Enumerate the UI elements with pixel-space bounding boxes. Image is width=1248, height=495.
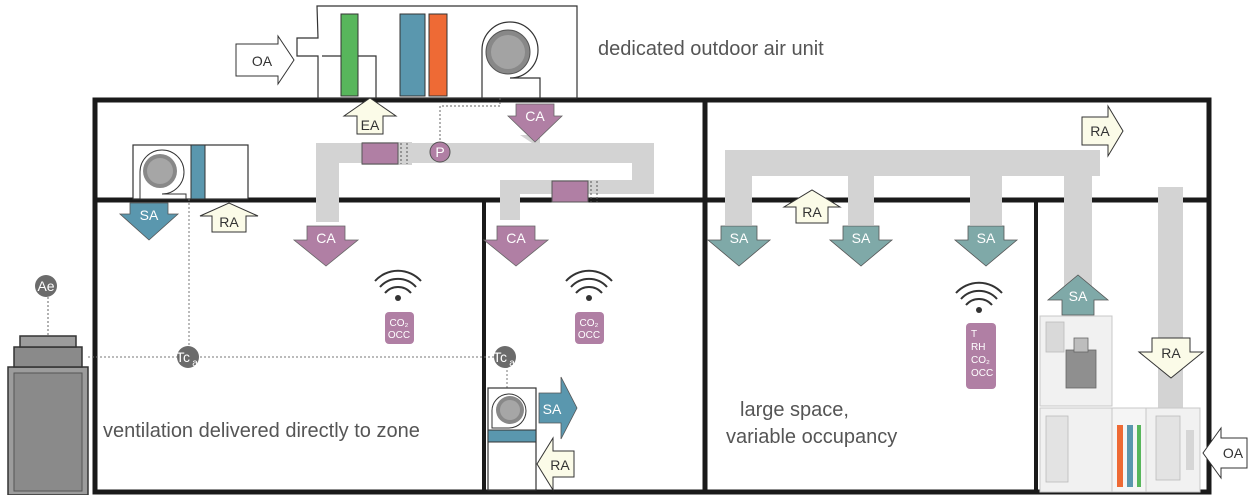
ra-duct-right: [1158, 187, 1183, 412]
cooling-coil: [399, 13, 426, 97]
energy-recovery-wheel: [340, 13, 359, 97]
ea-label: EA: [361, 117, 380, 133]
pressure-sensor: P: [429, 98, 501, 163]
occ-label-zone-3: OCC: [971, 368, 993, 379]
ca-label-zone-1: CA: [316, 230, 336, 246]
ca-arrow-doas: CA: [507, 103, 563, 143]
fan-coil-zone: [487, 387, 537, 491]
sa-arrow-right-2: SA: [828, 225, 894, 267]
ra-arrow-ceiling: RA: [199, 202, 259, 233]
ca-damper-1: [361, 142, 408, 165]
ra-label-roof: RA: [1090, 123, 1110, 139]
air-handling-unit: [1039, 315, 1201, 493]
pressure-sensor-label: P: [435, 144, 444, 160]
wireless-sensor-zone-3: T RH CO₂ OCC: [955, 281, 1003, 389]
sa-label-ceiling: SA: [140, 207, 159, 223]
sa-label-right-3: SA: [977, 230, 996, 246]
ra-label-ceiling: RA: [219, 214, 239, 230]
ae-sensor-label: Ae: [37, 278, 54, 294]
doas-ea-path: [322, 55, 377, 98]
ra-label-zone-fcu: RA: [550, 457, 570, 473]
sa-label-right-2: SA: [852, 230, 871, 246]
building-outline: [92, 97, 1212, 495]
tc-sub-1: a: [192, 358, 198, 369]
sa-arrow-right-3: SA: [953, 225, 1019, 267]
tc-sensor-2: Tc a: [493, 346, 516, 369]
sa-arrow-ceiling: SA: [118, 202, 180, 241]
t-label-zone-3: T: [971, 329, 977, 340]
occ-label-zone-1: OCC: [388, 330, 410, 341]
tc-label-2: Tc: [493, 349, 507, 365]
outdoor-unit: Ae: [7, 275, 89, 495]
oa-label-ahu: OA: [1223, 445, 1244, 461]
tc-label-1: Tc: [176, 349, 190, 365]
ca-label-zone-2: CA: [506, 230, 526, 246]
doas-unit: OA dedicated outdoor air unit: [235, 5, 824, 99]
ra-arrow-zone-fcu: RA: [536, 436, 575, 492]
sa-duct-main: [725, 150, 1100, 225]
tc-sub-2: a: [509, 358, 515, 369]
ahu-recovery: [1137, 425, 1141, 487]
co2-label-zone-1: CO₂: [390, 318, 409, 329]
ahu-fan: [1065, 349, 1097, 389]
ahu-cooling-coil: [1127, 425, 1133, 487]
oa-arrow-ahu: OA: [1202, 426, 1248, 480]
ca-label-doas: CA: [525, 108, 545, 124]
oa-label-doas: OA: [252, 53, 273, 69]
doas-caption: dedicated outdoor air unit: [598, 38, 824, 60]
zone-right-caption-1: large space,: [740, 399, 849, 421]
ea-arrow: EA: [342, 97, 398, 135]
ra-arrow-right-ceiling: RA: [782, 189, 842, 224]
occ-label-zone-2: OCC: [578, 330, 600, 341]
control-wiring: [88, 199, 508, 388]
co2-label-zone-3: CO₂: [971, 355, 990, 366]
ra-label-right-ceiling: RA: [802, 204, 822, 220]
ca-damper-2: [551, 180, 598, 203]
ae-sensor: [35, 275, 57, 297]
sa-label-right-1: SA: [730, 230, 749, 246]
rh-label-zone-3: RH: [971, 342, 985, 353]
ca-arrow-zone-1: CA: [292, 225, 360, 267]
zone-right-caption-2: variable occupancy: [726, 426, 897, 448]
wireless-sensor-zone-2: CO₂ OCC: [565, 269, 613, 344]
ca-arrow-zone-2: CA: [482, 225, 550, 267]
heating-coil: [428, 13, 448, 97]
sa-arrow-ahu: SA: [1046, 274, 1110, 316]
ra-label-right-duct: RA: [1161, 345, 1181, 361]
ra-arrow-right-duct: RA: [1137, 337, 1205, 379]
sa-arrow-right-1: SA: [706, 225, 772, 267]
sa-label-ahu: SA: [1069, 288, 1088, 304]
ra-arrow-roof: RA: [1081, 104, 1124, 158]
tc-sensor-1: Tc a: [176, 346, 199, 369]
doas-oa-arrow: OA: [235, 34, 295, 86]
zone-left-caption: ventilation delivered directly to zone: [103, 420, 420, 442]
sa-label-zone-fcu: SA: [543, 401, 562, 417]
wireless-sensor-zone-1: CO₂ OCC: [374, 269, 422, 344]
co2-label-zone-2: CO₂: [580, 318, 599, 329]
ahu-heating-coil: [1117, 425, 1123, 487]
doas-fan: [481, 21, 541, 99]
fan-coil-ceiling: [132, 144, 249, 200]
outdoor-unit-top: [13, 346, 83, 368]
sa-arrow-zone-fcu: SA: [538, 376, 578, 440]
